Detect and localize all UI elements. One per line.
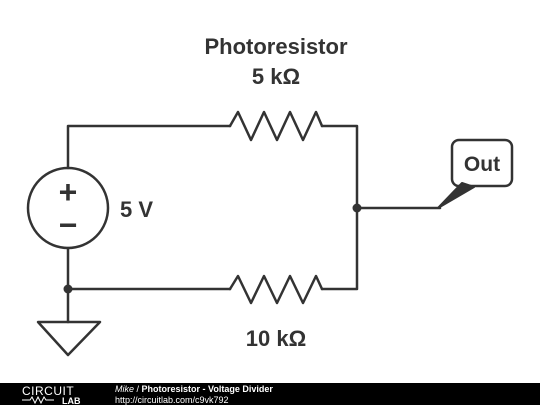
junction-node-left bbox=[63, 284, 73, 294]
footer-title-line: Mike / Photoresistor - Voltage Divider bbox=[115, 384, 273, 394]
footer-url-link[interactable]: http://circuitlab.com/c9vk792 bbox=[115, 395, 229, 405]
footer-bar: CIRCUIT LAB Mike / Photoresistor - Volta… bbox=[0, 383, 540, 405]
footer-circuit-title[interactable]: Photoresistor - Voltage Divider bbox=[141, 384, 273, 394]
logo-top-text: CIRCUIT bbox=[22, 385, 74, 398]
photoresistor-r1[interactable] bbox=[228, 110, 324, 142]
source-minus-sign: − bbox=[59, 207, 78, 243]
r1-value-label: 5 kΩ bbox=[252, 64, 300, 89]
output-flag[interactable] bbox=[450, 138, 514, 188]
source-value-label: 5 V bbox=[120, 197, 153, 222]
source-plus-sign: + bbox=[59, 174, 78, 210]
logo-resistor-icon bbox=[22, 395, 54, 405]
wire-bottom bbox=[66, 246, 232, 291]
photoresistor-label: Photoresistor bbox=[204, 34, 347, 59]
resistor-r2[interactable] bbox=[228, 274, 324, 305]
ground-symbol bbox=[36, 320, 102, 357]
logo-bottom-text: LAB bbox=[62, 396, 81, 405]
circuitlab-logo[interactable]: CIRCUIT LAB bbox=[22, 385, 96, 405]
circuit-schematic: + − Out Photoresistor 5 kΩ 5 V 10 kΩ bbox=[26, 34, 514, 357]
footer-author[interactable]: Mike bbox=[115, 384, 135, 394]
footer-separator: / bbox=[134, 384, 142, 394]
r2-value-label: 10 kΩ bbox=[246, 326, 306, 351]
wire-top-right bbox=[320, 124, 359, 291]
wire-top bbox=[66, 124, 232, 170]
voltage-source[interactable] bbox=[26, 166, 110, 250]
output-label: Out bbox=[464, 153, 500, 176]
